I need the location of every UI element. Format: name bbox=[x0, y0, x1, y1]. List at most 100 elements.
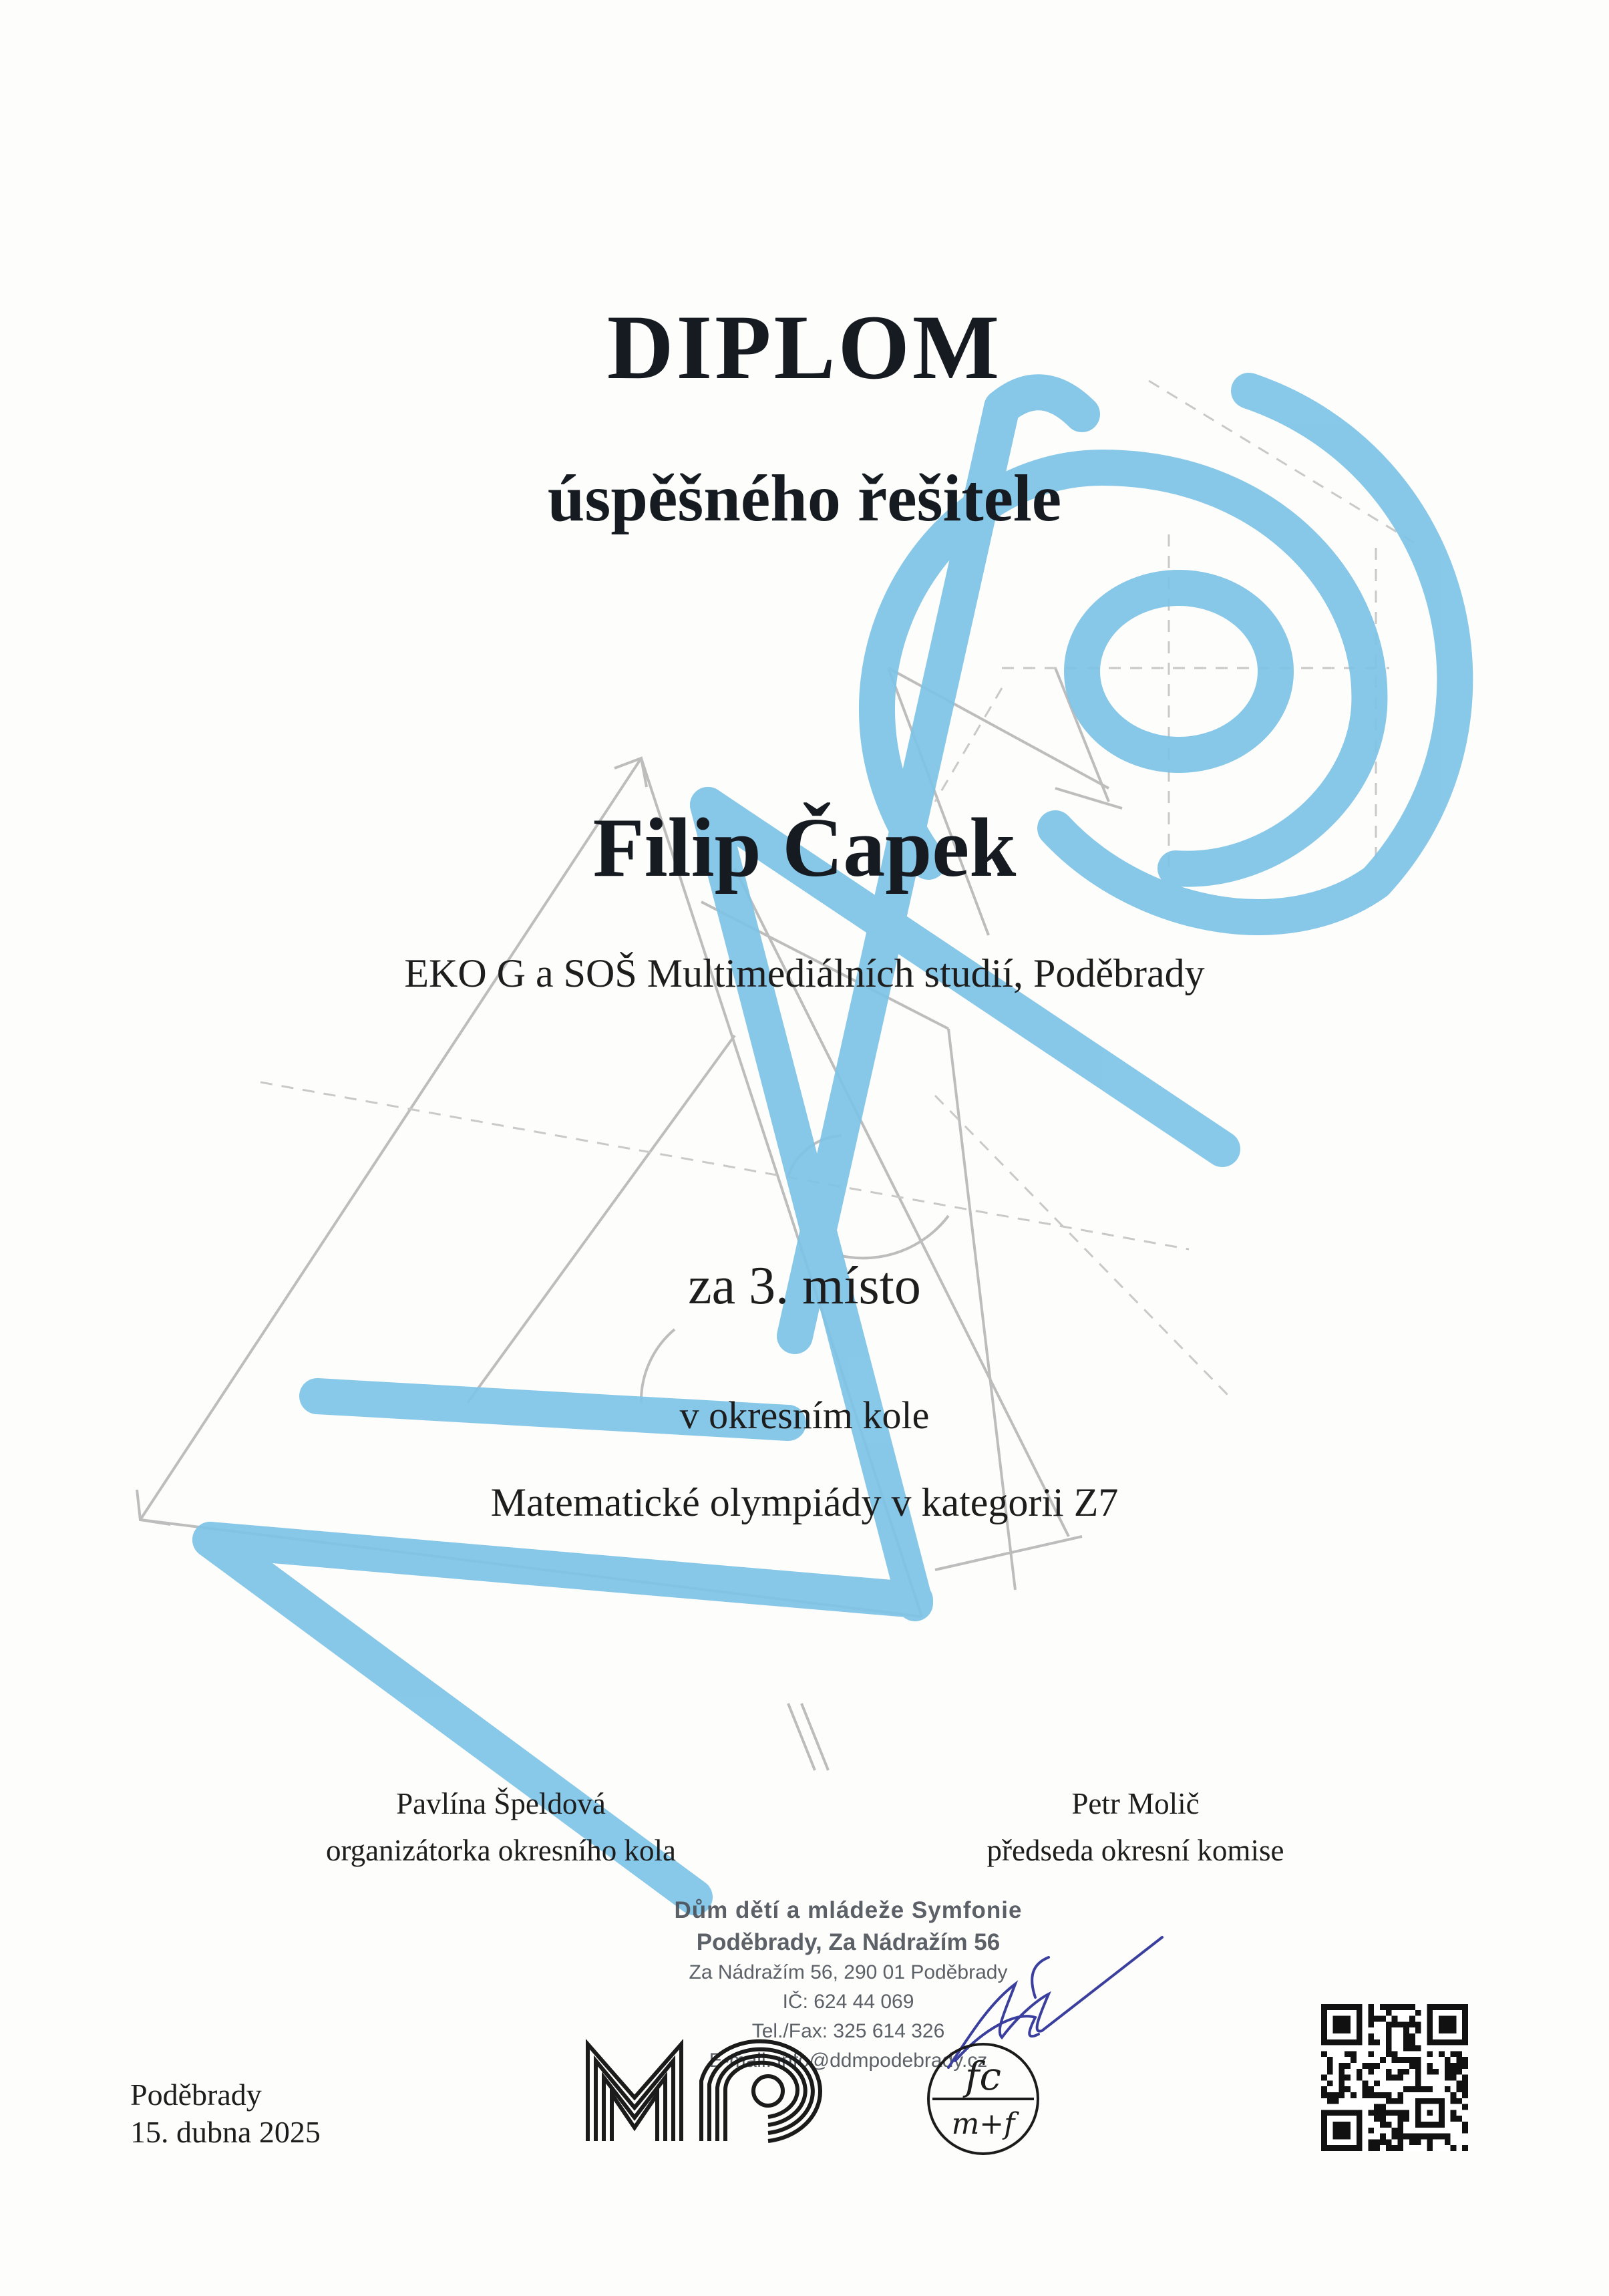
signature-block-organizer: Pavlína Špeldová organizátorka okresního… bbox=[294, 1780, 708, 1874]
qr-module bbox=[1439, 2133, 1445, 2140]
qr-module bbox=[1368, 2009, 1375, 2016]
qr-module bbox=[1409, 2039, 1415, 2045]
qr-module bbox=[1427, 2133, 1433, 2140]
qr-module bbox=[1345, 2051, 1351, 2058]
qr-module bbox=[1362, 2063, 1369, 2069]
qr-module bbox=[1397, 2116, 1404, 2122]
qr-module bbox=[1326, 2057, 1333, 2063]
qr-module bbox=[1462, 2092, 1468, 2098]
qr-module bbox=[1351, 2057, 1357, 2063]
qr-module bbox=[1444, 2068, 1451, 2075]
qr-module bbox=[1409, 2004, 1415, 2010]
qr-code-icon bbox=[1321, 2004, 1468, 2151]
place-and-date: Poděbrady 15. dubna 2025 bbox=[130, 2076, 321, 2151]
qr-module bbox=[1450, 2145, 1457, 2151]
qr-module bbox=[1368, 2015, 1375, 2022]
seal-circle-icon bbox=[927, 2043, 1039, 2155]
qr-module bbox=[1385, 2045, 1392, 2052]
qr-module bbox=[1385, 2098, 1392, 2104]
qr-module bbox=[1456, 2057, 1463, 2063]
qr-module bbox=[1450, 2092, 1457, 2098]
qr-module bbox=[1385, 2074, 1392, 2081]
qr-module bbox=[1326, 2068, 1333, 2075]
qr-module bbox=[1380, 2092, 1386, 2098]
qr-module bbox=[1409, 2021, 1415, 2028]
qr-module bbox=[1356, 2074, 1363, 2081]
qr-module bbox=[1427, 2063, 1433, 2069]
qr-module bbox=[1415, 2086, 1421, 2092]
qr-module bbox=[1385, 2068, 1392, 2075]
qr-module bbox=[1403, 2033, 1409, 2039]
qr-module bbox=[1326, 2092, 1333, 2098]
qr-module bbox=[1462, 2104, 1468, 2110]
qr-module bbox=[1444, 2057, 1451, 2063]
qr-module bbox=[1403, 2027, 1409, 2033]
qr-module bbox=[1427, 2051, 1433, 2058]
qr-module bbox=[1368, 2033, 1375, 2039]
qr-module bbox=[1409, 2139, 1415, 2146]
qr-module bbox=[1362, 2086, 1369, 2092]
seal-text-top: fc bbox=[965, 2054, 1001, 2099]
organizer-name: Pavlína Špeldová bbox=[396, 1787, 606, 1820]
qr-module bbox=[1391, 2098, 1398, 2104]
qr-module bbox=[1403, 2004, 1409, 2010]
qr-module bbox=[1338, 2092, 1345, 2098]
stamp-line: Tel./Fax: 325 614 326 bbox=[751, 2020, 945, 2042]
qr-module bbox=[1385, 2092, 1392, 2098]
qr-module bbox=[1368, 2039, 1375, 2045]
signature-block-chair: Petr Molič předseda okresní komise bbox=[928, 1780, 1343, 1874]
stamp-line: Dům dětí a mládeže Symfonie bbox=[674, 1897, 1023, 1923]
qr-module bbox=[1374, 2110, 1380, 2116]
qr-module bbox=[1326, 2080, 1333, 2087]
qr-module bbox=[1403, 2045, 1409, 2052]
qr-module bbox=[1397, 2110, 1404, 2116]
fc-mf-seal: fc m+f bbox=[923, 2039, 1043, 2159]
qr-module bbox=[1397, 2068, 1404, 2075]
competition-name: Matematické olympiády v kategorii Z7 bbox=[490, 1480, 1119, 1524]
chair-name: Petr Molič bbox=[1071, 1787, 1200, 1820]
qr-module bbox=[1456, 2080, 1463, 2087]
qr-module bbox=[1444, 2074, 1451, 2081]
qr-module bbox=[1374, 2015, 1380, 2022]
qr-module bbox=[1391, 2015, 1398, 2022]
qr-module bbox=[1380, 2110, 1386, 2116]
qr-module bbox=[1374, 2104, 1380, 2110]
qr-module bbox=[1385, 2110, 1392, 2116]
qr-module bbox=[1368, 2063, 1375, 2069]
qr-module bbox=[1397, 2122, 1404, 2128]
qr-module bbox=[1456, 2116, 1463, 2122]
qr-module bbox=[1427, 2145, 1433, 2151]
qr-module bbox=[1385, 2004, 1392, 2010]
qr-module bbox=[1332, 2015, 1351, 2033]
qr-module bbox=[1427, 2139, 1433, 2146]
qr-module bbox=[1332, 2092, 1339, 2098]
qr-module bbox=[1397, 2133, 1404, 2140]
qr-module bbox=[1415, 2080, 1421, 2087]
qr-module bbox=[1374, 2080, 1380, 2087]
qr-module bbox=[1421, 2086, 1427, 2092]
qr-module bbox=[1462, 2086, 1468, 2092]
qr-module bbox=[1415, 2027, 1421, 2033]
qr-module bbox=[1433, 2068, 1439, 2075]
qr-module bbox=[1427, 2086, 1433, 2092]
qr-module bbox=[1368, 2139, 1375, 2146]
qr-module bbox=[1415, 2021, 1421, 2028]
qr-module bbox=[1397, 2021, 1404, 2028]
qr-module bbox=[1450, 2068, 1457, 2075]
qr-module bbox=[1368, 2086, 1375, 2092]
qr-module bbox=[1415, 2063, 1421, 2069]
recipient-name: Filip Čapek bbox=[592, 802, 1017, 894]
qr-module bbox=[1326, 2063, 1333, 2069]
qr-module bbox=[1456, 2051, 1463, 2058]
qr-module bbox=[1444, 2139, 1451, 2146]
qr-module bbox=[1415, 2057, 1421, 2063]
qr-module bbox=[1397, 2139, 1404, 2146]
qr-module bbox=[1391, 2057, 1398, 2063]
qr-module bbox=[1415, 2139, 1421, 2146]
qr-module bbox=[1338, 2063, 1345, 2069]
qr-module bbox=[1462, 2063, 1468, 2069]
qr-module bbox=[1368, 2051, 1375, 2058]
qr-module bbox=[1409, 2133, 1415, 2140]
qr-module bbox=[1462, 2122, 1468, 2128]
